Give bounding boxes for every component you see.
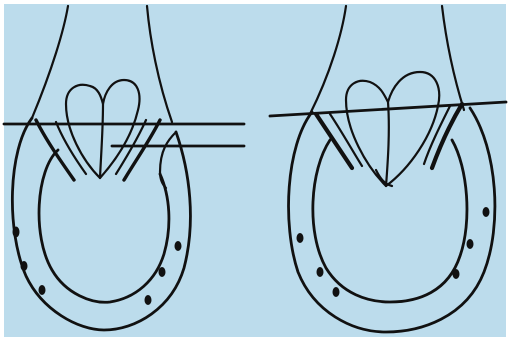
right-nail-hole [453, 269, 460, 279]
left-nail-hole [159, 267, 166, 277]
right-nail-hole [333, 287, 340, 297]
left-nail-hole [175, 241, 182, 251]
left-nail-hole [13, 227, 20, 238]
right-nail-hole [467, 239, 474, 249]
illustration-background [4, 4, 506, 337]
left-nail-hole [21, 261, 28, 271]
left-nail-hole [39, 285, 46, 295]
left-nail-hole [145, 295, 152, 305]
right-nail-hole [297, 233, 304, 243]
right-nail-hole [317, 267, 324, 277]
right-nail-hole [483, 207, 490, 217]
